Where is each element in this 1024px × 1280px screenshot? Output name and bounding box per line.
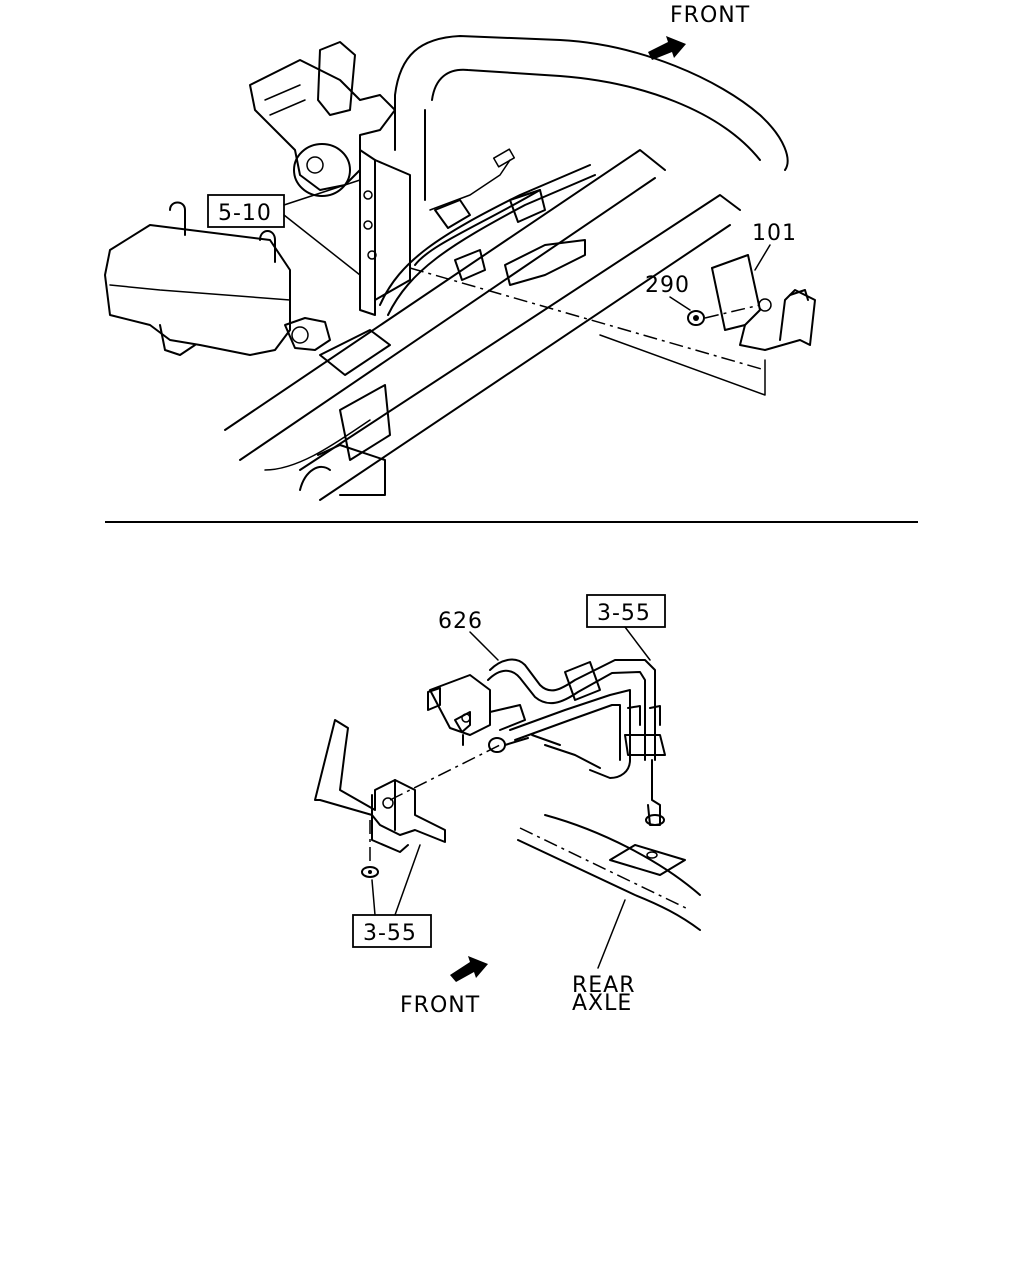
upper-ref-box [586, 594, 666, 628]
lower-ref-box-label: 3-55 [363, 921, 417, 946]
callout-290: 290 [645, 273, 690, 298]
top-ref-box [207, 194, 285, 228]
upper-ref-box-label: 3-55 [597, 601, 651, 626]
bottom-view: 626 3-55 3-55 FRONT REAR AXLE [314, 594, 701, 1018]
top-view: FRONT [104, 3, 816, 501]
bottom-front-arrow-icon [450, 956, 488, 982]
valve-part-626 [429, 674, 491, 736]
rear-axle-label-line1: REAR [572, 973, 636, 998]
nut-part-290 [687, 310, 705, 326]
lower-ref-box [352, 914, 432, 948]
bottom-front-label: FRONT [400, 993, 480, 1018]
bracket [314, 719, 446, 843]
callout-626: 626 [438, 609, 483, 634]
callout-101: 101 [752, 221, 797, 246]
bracket-part-101 [711, 254, 816, 351]
top-front-arrow-icon [648, 36, 686, 60]
top-front-label: FRONT [670, 3, 750, 28]
top-ref-box-label: 5-10 [218, 201, 272, 226]
rear-axle-label-line2: AXLE [572, 991, 632, 1016]
